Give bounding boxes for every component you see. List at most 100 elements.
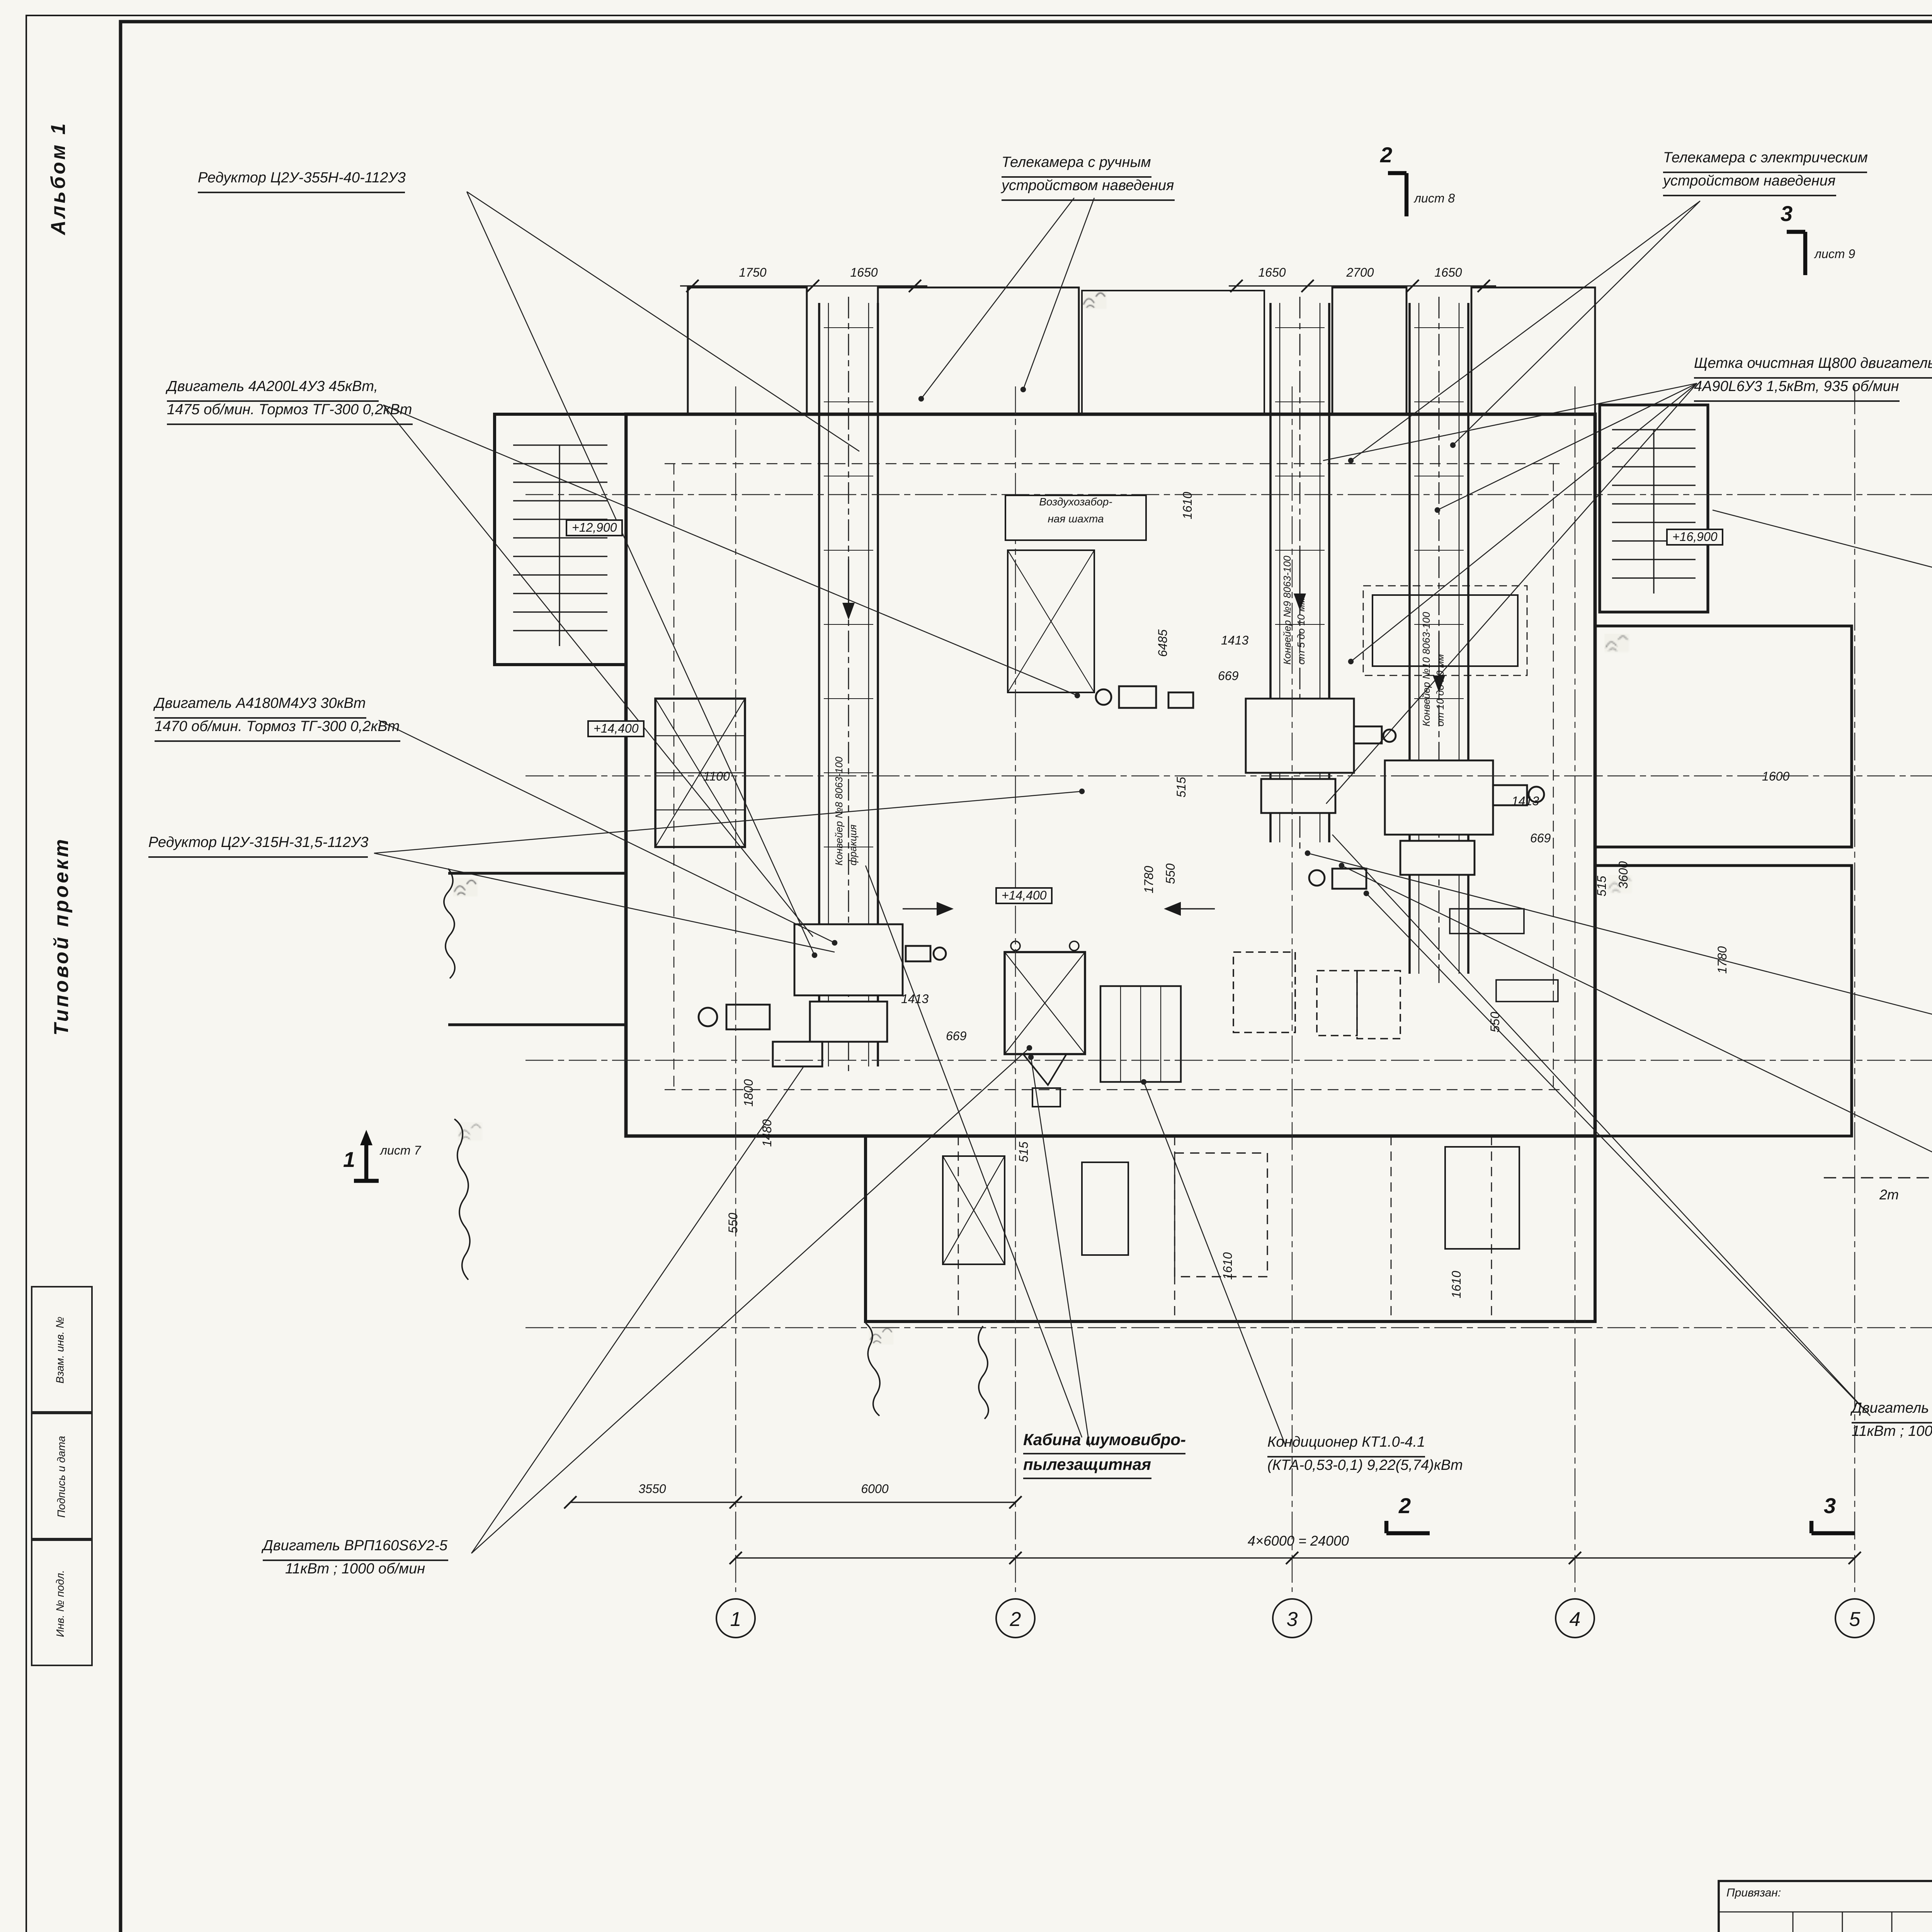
callout-line: Кондиционер КТ1.0-4.1 xyxy=(1267,1434,1425,1458)
callout-line: устройством наведения xyxy=(1663,173,1836,196)
conveyor-label-1: Конвейер №8 8063-100 фракция xyxy=(835,757,862,866)
elevation-mark: +14,400 xyxy=(995,887,1053,904)
callout-line: Редуктор Ц2У-355Н-40-112У3 xyxy=(198,170,406,193)
section-mark-sheet: лист 7 xyxy=(380,1144,421,1158)
dim-inner: 1800 xyxy=(742,1079,756,1107)
callout-line: (КТА-0,53-0,1) 9,22(5,74)кВт xyxy=(1267,1457,1463,1475)
callout-brush: Щетка очистная Щ800 двигатель 4А90L6У3 1… xyxy=(1694,355,1932,401)
callout-line: Двигатель 4А200L4У3 45кВт, xyxy=(167,379,378,402)
dim-inner: 1413 xyxy=(901,992,929,1006)
callout-line: 1470 об/мин. Тормоз ТГ-300 0,2кВт xyxy=(155,718,400,742)
dim-top: 1650 xyxy=(850,266,878,280)
album-label: Альбом 1 xyxy=(46,121,70,235)
elevation-mark: +16,900 xyxy=(1666,529,1724,546)
callout-motor-a4180: Двигатель А4180М4У3 30кВт 1470 об/мин. Т… xyxy=(155,696,400,742)
callout-motor-vrp-left: Двигатель ВРП160S6У2-5 11кВт ; 1000 об/м… xyxy=(263,1538,447,1581)
section-mark-sheet: лист 8 xyxy=(1414,192,1455,206)
dim-top: 1650 xyxy=(1434,266,1462,280)
dim-inner: 669 xyxy=(1218,669,1239,683)
dim-inner: 1780 xyxy=(1716,946,1730,974)
dim-inner: 669 xyxy=(946,1029,967,1043)
callout-line: пылезащитная xyxy=(1023,1455,1151,1480)
dim-inner: 515 xyxy=(1595,876,1609,896)
callout-motor-vrp-right: Двигатель ВРП160S6У2-5 11кВт ; 1000 об/м… xyxy=(1852,1400,1932,1443)
flow-arrows xyxy=(842,550,1445,916)
dim-inner: 6485 xyxy=(1156,629,1170,657)
section-mark-number: 3 xyxy=(1781,201,1793,226)
section-mark-number: 3 xyxy=(1824,1493,1836,1518)
dim-bottom: 3550 xyxy=(638,1482,666,1496)
conveyor-label-3: Конвейер №10 8063-100 от 10 до 20 мм xyxy=(1422,612,1449,726)
axis-col-bubble: 5 xyxy=(1835,1598,1875,1638)
dim-inner: 1610 xyxy=(1450,1270,1464,1298)
dim-inner: 515 xyxy=(1175,777,1189,798)
side-stamp-label: Подпись и дата xyxy=(56,1435,68,1517)
callout-line: устройством наведения xyxy=(1002,177,1174,201)
callout-line: Редуктор Ц2У-315Н-31,5-112У3 xyxy=(148,835,369,858)
dim-inner: 1610 xyxy=(1181,492,1195,519)
elevation-mark: +12,900 xyxy=(566,519,623,536)
elevation-mark: +14,400 xyxy=(587,720,645,737)
axis-col-bubble: 4 xyxy=(1555,1598,1595,1638)
dim-top: 2700 xyxy=(1346,266,1374,280)
callout-cabin: Кабина шумовибро- пылезащитная xyxy=(1023,1430,1186,1480)
conveyor-label-2: Конвейер №9 8063-100 от 5 до 10 мм xyxy=(1283,556,1310,665)
equipment xyxy=(654,463,1932,1321)
side-stamp-inv: Инв. № подл. xyxy=(31,1539,93,1666)
dim-inner: 1480 xyxy=(760,1119,774,1147)
callout-line: 11кВт ; 1000 об/мин xyxy=(285,1561,425,1578)
conveyor-line: от 5 до 10 мм xyxy=(1296,598,1308,665)
sheet-frame xyxy=(26,15,1932,1932)
callout-reducer-315: Редуктор Ц2У-315Н-31,5-112У3 xyxy=(148,835,369,858)
callout-line: Телекамера с ручным xyxy=(1002,155,1151,178)
callout-camera-electric: Телекамера с электрическим устройством н… xyxy=(1663,150,1868,196)
dimension-lines xyxy=(563,279,1862,1565)
section-mark-number: 1 xyxy=(343,1147,355,1172)
section-marks xyxy=(354,171,1855,1536)
side-stamp-podpis: Подпись и дата xyxy=(31,1413,93,1539)
side-stamp-vzam: Взам. инв. № xyxy=(31,1286,93,1413)
callout-line: Щетка очистная Щ800 двигатель xyxy=(1694,355,1932,379)
axis-lines xyxy=(526,386,1932,1592)
dim-inner: 1780 xyxy=(1142,866,1156,893)
side-stamp-label: Взам. инв. № xyxy=(56,1316,68,1383)
dim-inner: 669 xyxy=(1530,832,1551,845)
dim-inner: 550 xyxy=(1488,1012,1502,1032)
section-mark-number: 2 xyxy=(1399,1493,1411,1518)
dim-inner: 550 xyxy=(1164,863,1178,884)
callout-line: 4А90L6У3 1,5кВт, 935 об/мин xyxy=(1694,378,1899,401)
titleblock-grid xyxy=(1718,1880,1932,1932)
dim-inner: 1600 xyxy=(1762,770,1790,784)
conveyor-line: от 10 до 20 мм xyxy=(1435,654,1447,726)
plan-fills xyxy=(453,634,1842,1422)
dim-top: 1750 xyxy=(739,266,767,280)
callout-camera-manual: Телекамера с ручным устройством наведени… xyxy=(1002,155,1174,201)
dim-bottom: 6000 xyxy=(861,1482,889,1496)
callout-line: ная шахта xyxy=(1048,514,1104,525)
leader-lines xyxy=(374,191,1932,1554)
callout-line: 1475 об/мин. Тормоз ТГ-300 0,2кВт xyxy=(167,401,412,425)
section-mark-number: 2 xyxy=(1380,142,1393,167)
section-mark-sheet: лист 9 xyxy=(1815,247,1855,261)
side-stamp-label: Инв. № подл. xyxy=(56,1569,67,1636)
dim-inner: 1100 xyxy=(703,770,730,784)
conveyor-line: Конвейер №10 8063-100 xyxy=(1422,612,1433,726)
callout-line: Двигатель ВРП160S6У2-5 xyxy=(1852,1400,1932,1423)
dim-inner: 550 xyxy=(726,1213,740,1233)
dim-top: 1650 xyxy=(1258,266,1286,280)
dim-inner: 1610 xyxy=(1221,1252,1235,1280)
callout-reducer-top-left: Редуктор Ц2У-355Н-40-112У3 xyxy=(198,170,406,193)
callout-line: Воздухозабор- xyxy=(1039,498,1112,509)
conveyor-drives xyxy=(697,685,1545,1068)
callout-line: 11кВт ; 1000 об/мин xyxy=(1852,1423,1932,1440)
project-type-label: Типовой проект xyxy=(49,837,73,1036)
callout-line: Двигатель А4180М4У3 30кВт xyxy=(155,696,366,719)
stairs xyxy=(513,429,1696,646)
dim-inner: 1413 xyxy=(1512,794,1539,808)
callout-line: Кабина шумовибро- xyxy=(1023,1430,1186,1455)
axis-col-bubble: 2 xyxy=(995,1598,1036,1638)
callout-line: Телекамера с электрическим xyxy=(1663,150,1868,173)
crane-capacity: 2т xyxy=(1879,1187,1899,1202)
